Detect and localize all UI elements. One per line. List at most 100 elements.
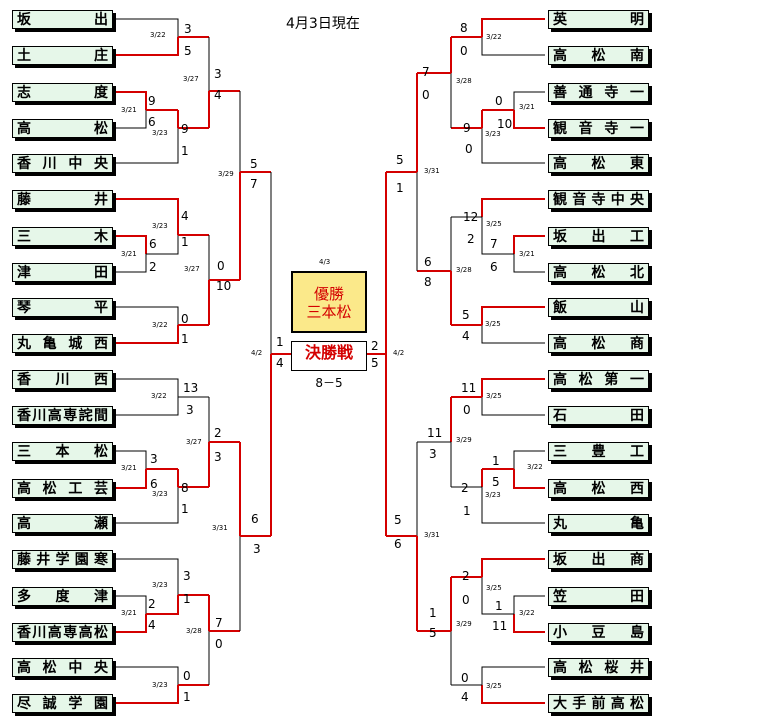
match-score: 1 [429,606,437,620]
bracket-line [481,217,514,255]
bracket-line [481,685,545,704]
match-score: 3 [429,447,437,461]
bracket-line [513,614,545,633]
bracket-line [481,37,545,56]
match-score: 8 [460,21,468,35]
bracket-line [116,487,179,524]
champion-box: 優勝 三本松 [291,271,367,333]
bracket-line [481,306,545,325]
match-score: 3 [186,403,194,417]
left-team: 多 度 津 [12,587,113,606]
final-date: 4/3 [319,258,331,266]
final-label-box: 決勝戦 [291,341,367,371]
match-date: 3/21 [121,250,137,258]
bracket-line [481,397,545,416]
bracket-line [513,450,545,469]
left-team: 高 瀬 [12,514,113,533]
final-label: 決勝戦 [304,343,353,362]
match-date: 3/25 [486,392,502,400]
right-team: 坂出工 [548,227,649,246]
match-score: 10 [497,117,513,131]
match-score: 3 [253,542,261,556]
match-date: 3/23 [485,491,501,499]
match-score: 9 [181,122,189,136]
bracket-line [146,595,179,615]
match-score: 1 [183,592,191,606]
match-score: 0 [461,671,469,685]
match-date: 3/29 [456,436,472,444]
match-date: 3/22 [151,392,167,400]
bracket-line [116,450,147,469]
left-team: 高 松 [12,119,113,138]
match-score: 4 [276,356,284,370]
match-score: 6 [149,237,157,251]
right-team: 高松北 [548,263,649,282]
match-score: 0 [422,88,430,102]
bracket-line [481,666,545,685]
match-score: 3 [184,22,192,36]
bracket-line [116,18,179,37]
bracket-line [481,128,545,164]
match-score: 3 [214,67,222,81]
bracket-line [481,198,545,217]
bracket-line [116,198,179,235]
match-date: 3/27 [183,75,199,83]
match-score: 11 [492,619,508,633]
match-score: 5 [184,44,192,58]
right-team: 善通寺一 [548,83,649,102]
match-score: 1 [492,454,500,468]
match-date: 3/21 [519,103,535,111]
match-date: 3/25 [486,682,502,690]
match-score: 6 [150,477,158,491]
match-date: 3/23 [152,681,168,689]
match-date: 3/22 [519,609,535,617]
match-score: 1 [495,599,503,613]
bracket-line [116,254,147,273]
right-team: 飯 山 [548,298,649,317]
bracket-line [513,469,545,489]
match-date: 3/25 [486,584,502,592]
bracket-line [116,666,179,685]
match-date: 4/2 [251,349,263,357]
right-team: 高松第一 [548,370,649,389]
left-team: 藤井学園寒 [12,550,113,569]
left-team: 高松中央 [12,658,113,677]
left-team: 丸亀城西 [12,334,113,353]
left-team: 土 庄 [12,46,113,65]
bracket-line [116,595,147,614]
bracket-line [116,110,147,129]
match-date: 3/27 [184,265,200,273]
match-date: 3/23 [152,581,168,589]
match-score: 4 [214,88,222,102]
match-score: 2 [148,597,156,611]
match-date: 4/2 [393,349,405,357]
match-date: 3/22 [527,463,543,471]
match-score: 4 [181,209,189,223]
match-score: 1 [183,690,191,704]
match-score: 0 [183,669,191,683]
match-score: 0 [215,637,223,651]
match-score: 8 [424,275,432,289]
bracket-line [481,558,545,577]
match-date: 3/28 [186,627,202,635]
right-team: 笠 田 [548,587,649,606]
match-score: 6 [424,255,432,269]
match-score: 5 [394,513,402,527]
bracket-line [116,235,147,254]
match-score: 2 [371,339,379,353]
match-score: 3 [214,450,222,464]
match-score: 3 [150,452,158,466]
match-score: 7 [250,177,258,191]
match-score: 13 [183,381,199,395]
match-date: 3/28 [456,266,472,274]
match-date: 3/21 [121,106,137,114]
match-score: 9 [463,121,471,135]
bracket-line [513,91,545,110]
left-team: 琴 平 [12,298,113,317]
match-score: 1 [276,335,284,349]
bracket-line [116,91,147,110]
left-team: 志 度 [12,83,113,102]
match-score: 6 [490,260,498,274]
